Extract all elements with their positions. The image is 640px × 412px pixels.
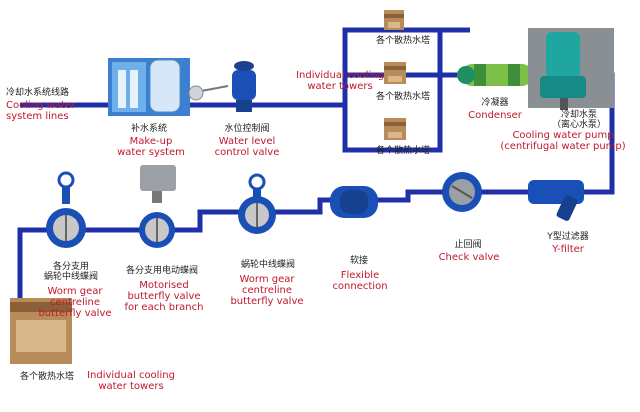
worm-gear-butterfly-valve-icon (46, 171, 86, 248)
makeup-water-system-icon (108, 58, 190, 116)
label-tower-bottom-zh: 各个散热水塔 (19, 372, 74, 382)
cooling-tower-icon (384, 62, 406, 84)
label-gear-branch-zh: 各分支用 蜗轮中线蝶阀 (43, 262, 98, 282)
label-condenser-zh: 冷凝器 (481, 98, 509, 108)
check-valve-icon (442, 172, 482, 212)
tower-loop (342, 72, 465, 153)
label-gear-main-en: Worm gear centreline butterfly valve (230, 274, 304, 307)
cooling-tower-icon (384, 10, 404, 30)
centrifugal-pump-icon (528, 28, 614, 110)
label-yfilter-en: Y-filter (552, 244, 584, 255)
label-pump-en: Cooling water pump (centrifugal water pu… (500, 130, 626, 152)
label-tower-zh-2: 各个散热水塔 (375, 92, 430, 102)
label-check-en: Check valve (438, 252, 500, 263)
cooling-tower-icon (10, 298, 72, 364)
label-towers-top-en: Individual cooling water towers (296, 70, 384, 92)
label-motor-en: Motorised butterfly valve for each branc… (124, 280, 204, 313)
motorised-butterfly-valve-icon (139, 165, 176, 248)
float-level-valve-icon (188, 61, 256, 112)
cooling-tower-icon (384, 118, 406, 140)
label-cooling-lines-zh: 冷却水系统线路 (6, 88, 70, 98)
label-pump-zh: 冷却水泵 （离心水泵） (551, 110, 606, 130)
y-filter-icon (528, 180, 584, 221)
label-towers-bottom-en: Individual cooling water towers (87, 370, 175, 392)
flexible-joint-icon (330, 186, 378, 218)
label-motor-zh: 各分支用电动蝶阀 (125, 266, 198, 276)
condenser-icon (457, 64, 532, 86)
label-check-zh: 止回阀 (454, 240, 482, 250)
label-level-valve-en: Water level control valve (214, 136, 280, 158)
label-condenser-en: Condenser (468, 110, 522, 121)
label-flex-zh: 软接 (349, 256, 368, 266)
label-tower-zh-1: 各个散热水塔 (375, 36, 430, 46)
label-cooling-lines-en: Cooling water system lines (6, 100, 76, 122)
label-flex-en: Flexible connection (332, 270, 388, 292)
label-yfilter-zh: Y型过滤器 (547, 232, 589, 242)
label-makeup-en: Make-up water system (117, 136, 185, 158)
label-makeup-zh: 补水系统 (130, 124, 167, 134)
label-gear-branch-en: Worm gear centreline butterfly valve (38, 286, 112, 319)
label-tower-zh-3: 各个散热水塔 (375, 146, 430, 156)
label-level-valve-zh: 水位控制阀 (224, 124, 270, 134)
label-gear-main-zh: 蜗轮中线蝶阀 (240, 260, 295, 270)
worm-gear-butterfly-valve-icon (238, 173, 276, 234)
